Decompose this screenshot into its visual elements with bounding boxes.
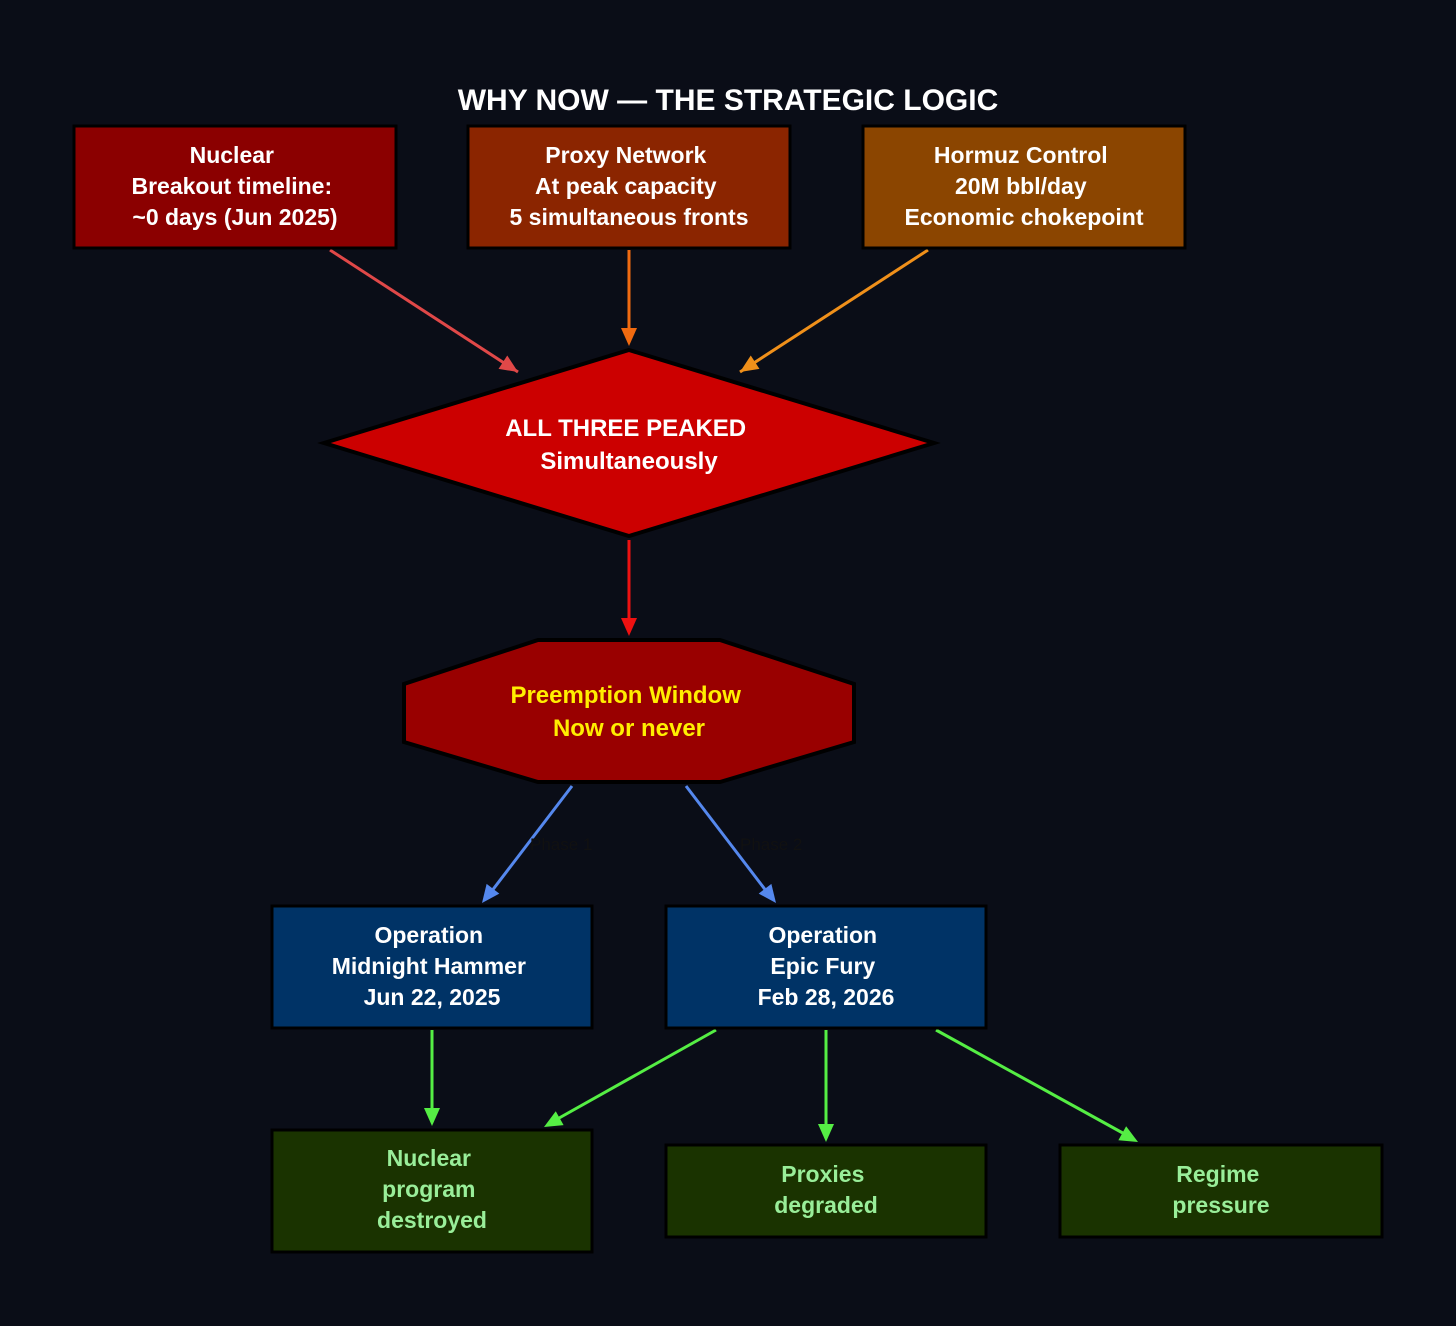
node-out-proxies-line-2: degraded	[774, 1192, 878, 1218]
node-outcome-proxies-degraded: Proxies degraded	[664, 1143, 988, 1239]
node-op1-line-1: Operation	[374, 922, 483, 948]
node-preemption-window: Preemption Window Now or never	[402, 638, 856, 784]
svg-text:Nuclear program de: Nuclear program destroyed	[377, 1145, 487, 1233]
node-out-proxies-line-1: Proxies	[781, 1161, 864, 1187]
diagram-title: WHY NOW — THE STRATEGIC LOGIC	[458, 84, 999, 117]
svg-text:Operation Midnight Hamme: Operation Midnight Hammer Jun 22, 2025	[332, 922, 533, 1010]
edge-op2-to-out-regime	[935, 1028, 1138, 1142]
node-window-line-2: Now or never	[553, 715, 705, 742]
edges	[329, 248, 1138, 1142]
edge-op1-to-out-nuclear	[424, 1030, 440, 1126]
edge-peak-to-window	[621, 540, 637, 636]
edge-label-phase1: Phase 1	[530, 835, 592, 854]
node-hormuz: Hormuz Control 20M bbl/day Economic chok…	[861, 124, 1187, 250]
node-op2-line-3: Feb 28, 2026	[758, 984, 895, 1010]
node-operation-midnight-hammer: Operation Midnight Hammer Jun 22, 2025	[270, 904, 594, 1030]
node-op1-line-3: Jun 22, 2025	[364, 984, 501, 1010]
node-proxy-line-3: 5 simultaneous fronts	[510, 204, 749, 230]
svg-text:Operation Epic Fury: Operation Epic Fury Feb 28, 2026	[758, 922, 895, 1010]
svg-text:Preemption Window Now or: Preemption Window Now or never	[510, 682, 747, 742]
node-nuclear: Nuclear Breakout timeline: ~0 days (Jun …	[72, 124, 398, 250]
node-hormuz-line-1: Hormuz Control	[934, 142, 1108, 168]
edge-label-phase2: Phase 2	[740, 835, 802, 854]
edge-nuclear-to-peak	[329, 248, 519, 374]
edge-op2-to-out-nuclear	[544, 1028, 717, 1127]
node-window-line-1: Preemption Window	[510, 682, 741, 709]
svg-text:Hormuz Control 20M bbl/d: Hormuz Control 20M bbl/day Economic chok…	[905, 142, 1144, 230]
svg-text:Nuclear Breakout timelin: Nuclear Breakout timeline: ~0 days (Jun …	[131, 142, 338, 230]
node-proxy-line-1: Proxy Network	[545, 142, 706, 168]
node-nuclear-line-3: ~0 days (Jun 2025)	[132, 204, 337, 230]
node-out-nuclear-line-2: program	[382, 1176, 475, 1202]
svg-text:Proxy Network At peak ca: Proxy Network At peak capacity 5 simulta…	[510, 142, 749, 230]
edge-hormuz-to-peak	[739, 248, 929, 374]
edge-window-to-op2	[684, 785, 776, 903]
node-proxy-line-2: At peak capacity	[535, 173, 717, 199]
edge-op2-to-out-proxies	[818, 1030, 834, 1142]
node-all-three-peaked: ALL THREE PEAKED Simultaneously	[317, 347, 941, 539]
svg-text:ALL THREE PEAKED Simulta: ALL THREE PEAKED Simultaneously	[505, 415, 753, 475]
node-operation-epic-fury: Operation Epic Fury Feb 28, 2026	[664, 904, 988, 1030]
node-op2-line-1: Operation	[768, 922, 877, 948]
node-peak-line-1: ALL THREE PEAKED	[505, 415, 746, 442]
node-hormuz-line-2: 20M bbl/day	[955, 173, 1087, 199]
svg-text:Proxies degraded: Proxies degraded	[774, 1161, 878, 1218]
node-out-nuclear-line-3: destroyed	[377, 1207, 487, 1233]
node-out-regime-line-1: Regime	[1176, 1161, 1259, 1187]
node-hormuz-line-3: Economic chokepoint	[905, 204, 1144, 230]
node-op2-line-2: Epic Fury	[770, 953, 875, 979]
edge-window-to-op1	[482, 785, 574, 903]
node-peak-line-2: Simultaneously	[540, 448, 718, 475]
node-out-nuclear-line-1: Nuclear	[387, 1145, 471, 1171]
node-outcome-regime-pressure: Regime pressure	[1058, 1143, 1384, 1239]
node-nuclear-line-2: Breakout timeline:	[131, 173, 332, 199]
svg-text:Regime pressure: Regime pressure	[1172, 1161, 1269, 1218]
node-out-regime-line-2: pressure	[1172, 1192, 1269, 1218]
node-nuclear-line-1: Nuclear	[190, 142, 274, 168]
edge-proxy-to-peak	[621, 250, 637, 346]
node-outcome-nuclear-program-destroyed: Nuclear program destroyed	[270, 1128, 594, 1254]
node-proxy: Proxy Network At peak capacity 5 simulta…	[466, 124, 792, 250]
node-op1-line-2: Midnight Hammer	[332, 953, 526, 979]
